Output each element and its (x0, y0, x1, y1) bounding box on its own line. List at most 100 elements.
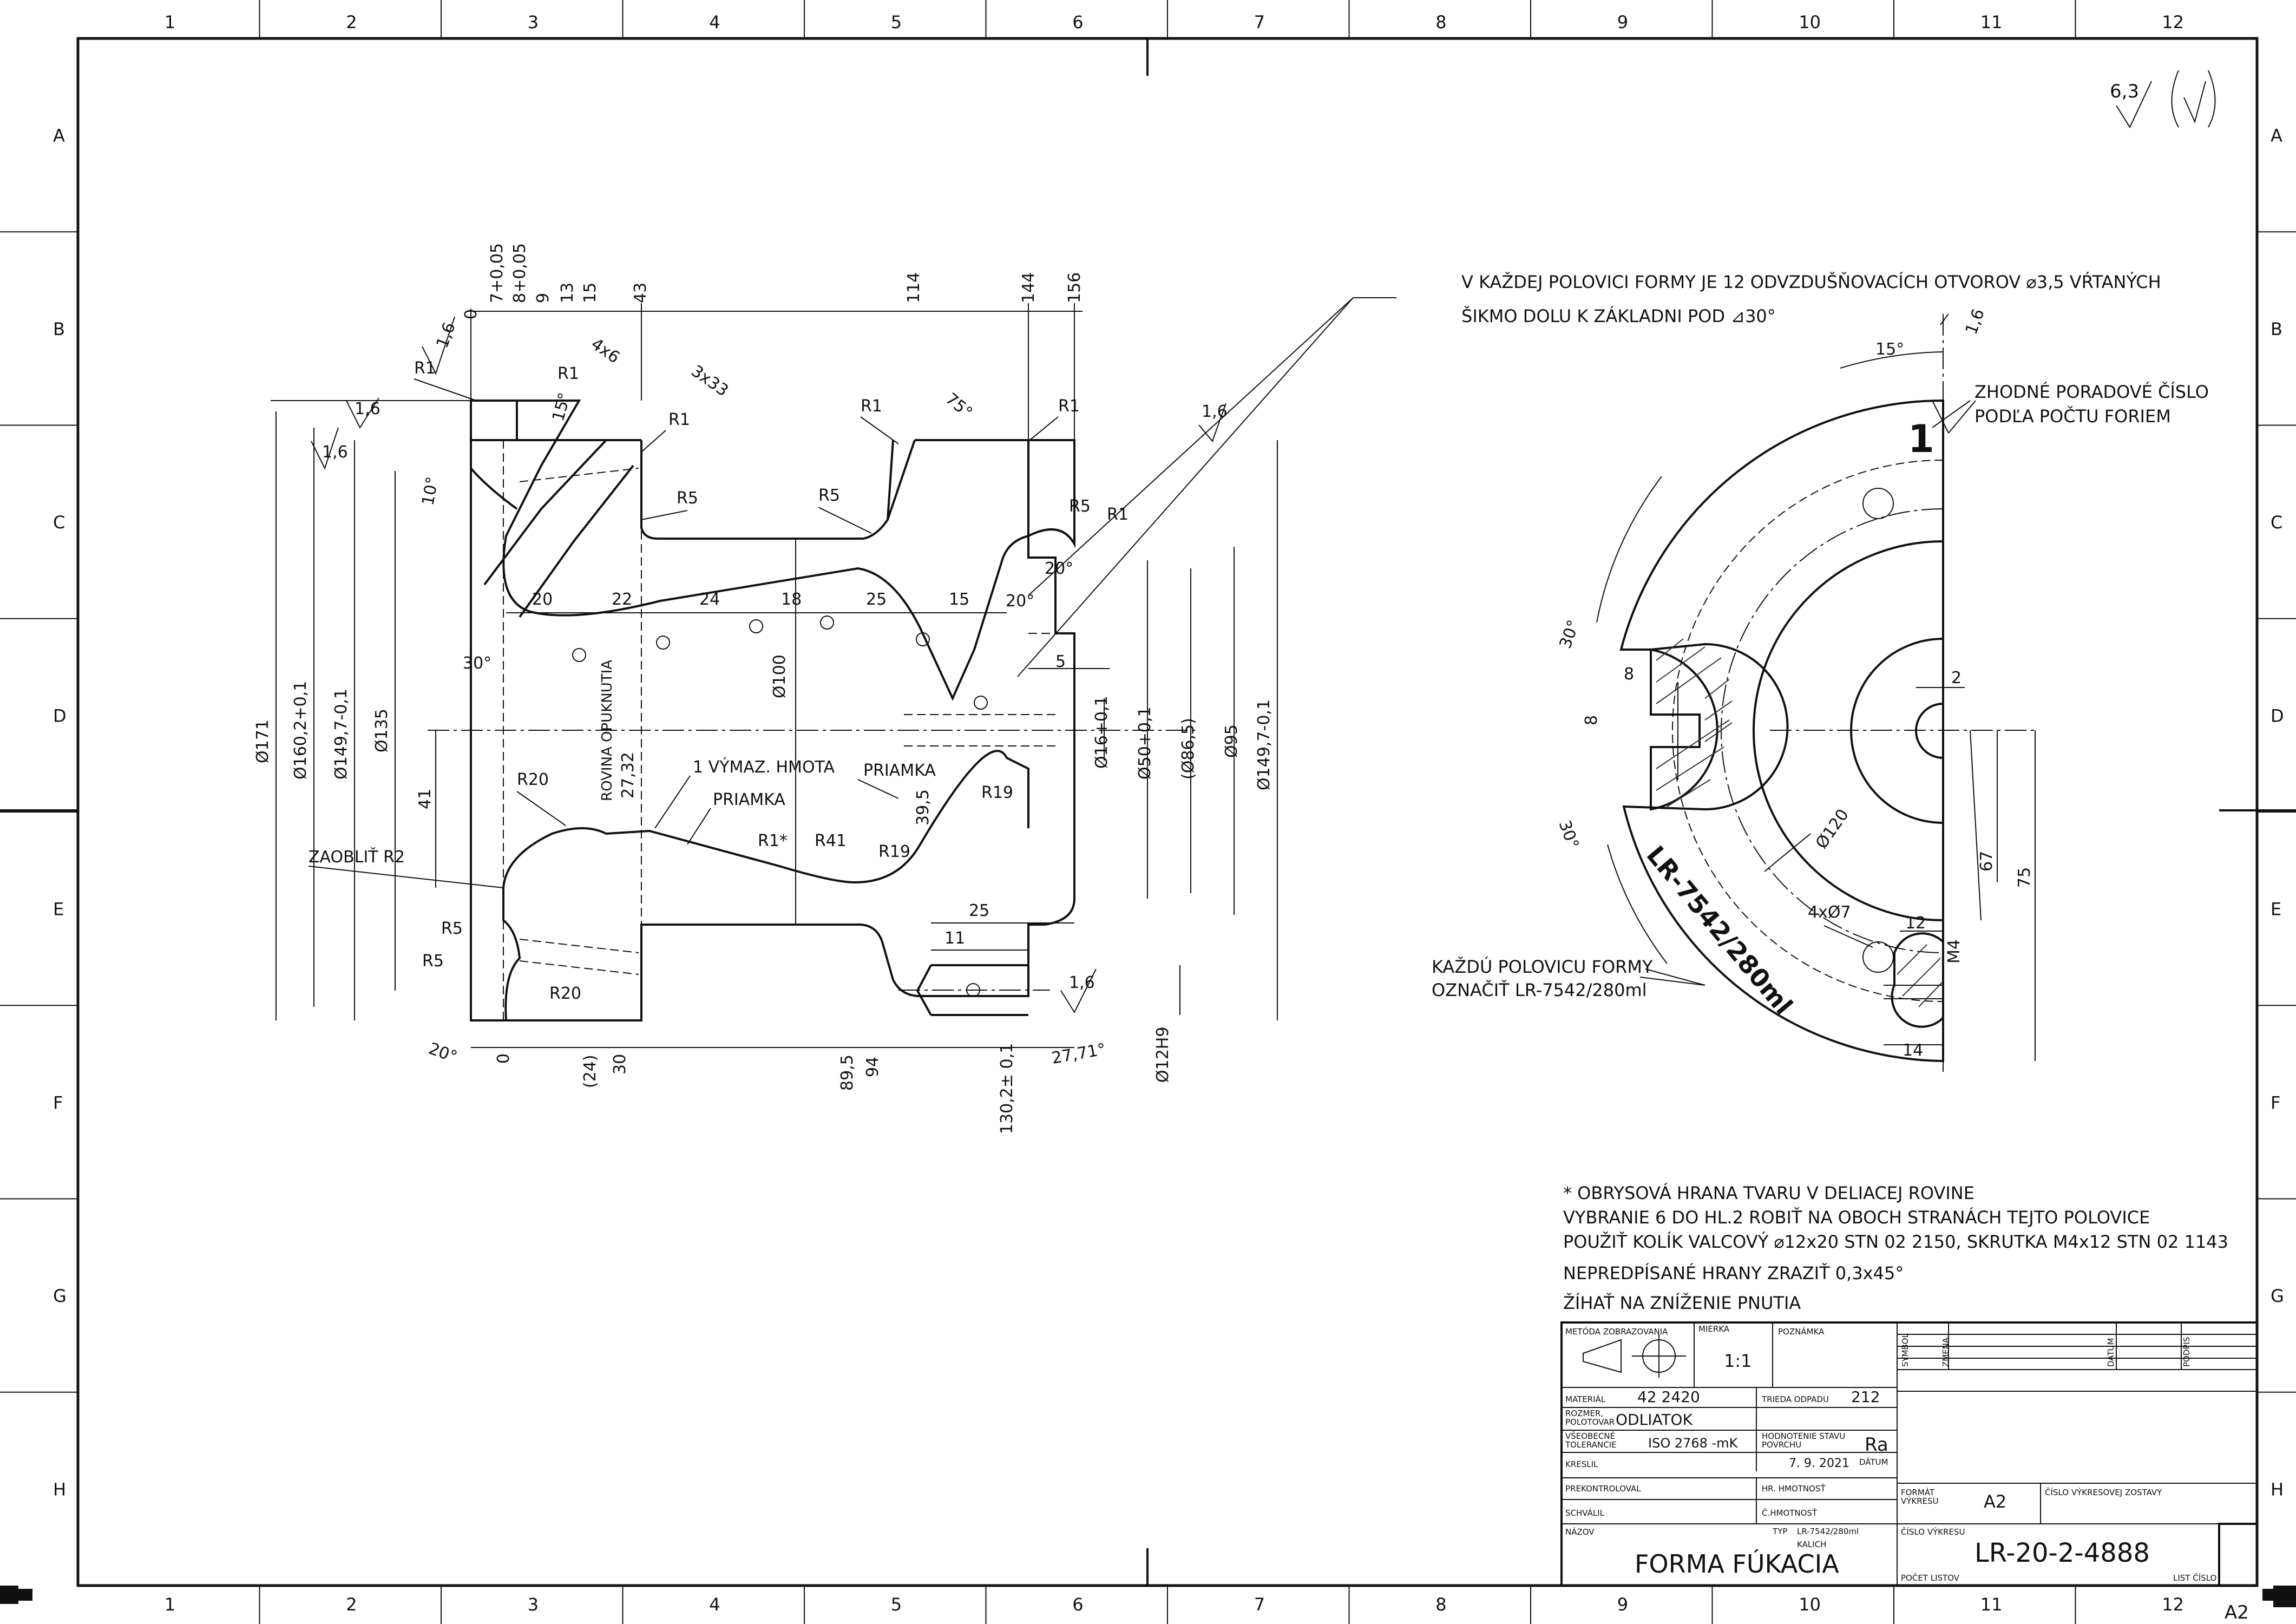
general-notes: * OBRYSOVÁ HRANA TVARU V DELIACEJ ROVINE… (1563, 1183, 2228, 1313)
dim-top-0: 0 (462, 309, 481, 319)
dim-bottom-1: (24) (581, 1055, 600, 1088)
note-2: POUŽIŤ KOLÍK VALCOVÝ ⌀12x20 STN 02 2150,… (1563, 1232, 2228, 1252)
tb-surface: Ra (1865, 1434, 1888, 1456)
dim-bottom-3: 89,5 (838, 1055, 857, 1091)
tb-remark-label: POZNÁMKA (1778, 1326, 1825, 1337)
zone-col-top-2: 2 (346, 12, 357, 32)
dim-bottom-7: Ø12H9 (1153, 1027, 1172, 1083)
zone-row-right-C: C (2271, 512, 2282, 533)
roughness-3: 1,6 (1202, 402, 1228, 421)
tb-assembly-label: ČÍSLO VÝKRESOVEJ ZOSTAVY (2045, 1487, 2162, 1497)
tb-net-label: Č.HMOTNOSŤ (1762, 1508, 1818, 1518)
dim-inner-1: 22 (612, 590, 632, 609)
dim-top-1: 7+0,05 (488, 243, 507, 303)
tb-blank-label-2: POLOTOVAR (1565, 1417, 1615, 1427)
dim-right-1: Ø50+0,1 (1136, 706, 1154, 780)
tb-blank: ODLIATOK (1616, 1411, 1693, 1429)
sheet-size-label: A2 (2225, 1602, 2249, 1623)
tb-type-label: TYP (1772, 1527, 1787, 1536)
dim-bottom-5: 130,2± 0,1 (998, 1043, 1016, 1134)
dim-inner-0: 20 (532, 590, 553, 609)
dim-top-7: 114 (904, 272, 923, 303)
plan-dim-10: M4 (1945, 939, 1964, 964)
dim-inner-7: 39,5 (914, 789, 933, 826)
dim-inner-6: Ø100 (770, 654, 789, 698)
plan-dim-5: 8 (1582, 715, 1601, 725)
note-1: VYBRANIE 6 DO HL.2 ROBIŤ NA OBOCH STRANÁ… (1563, 1207, 2150, 1228)
radius-5: R5 (677, 489, 698, 508)
tb-type-value: LR-7542/280ml (1797, 1527, 1859, 1536)
zone-col-bottom-4: 4 (709, 1594, 720, 1615)
dim-inner-4: 25 (866, 590, 887, 609)
tb-change-label: ZMENA (1941, 1337, 1951, 1367)
zone-col-bottom-8: 8 (1435, 1594, 1446, 1615)
note-vents-1: V KAŽDEJ POLOVICI FORMY JE 12 ODVZDUŠŇOV… (1461, 271, 2161, 292)
note-vents-2: ŠIKMO DOLU K ZÁKLADNI POD ⊿30° (1461, 305, 1776, 326)
dim-right-5: 5 (1055, 652, 1066, 671)
radius-6: R5 (818, 486, 840, 505)
zone-row-left-B: B (53, 319, 65, 339)
radius-10: R20 (517, 770, 549, 789)
radius-4: R1 (1058, 397, 1080, 416)
radius-0: R1 (414, 359, 436, 378)
dim-top-9: 156 (1065, 272, 1084, 303)
dim-left-3: Ø135 (372, 709, 391, 752)
dim-left-2: Ø149,7-0,1 (332, 689, 351, 780)
dim-top-3: 9 (534, 293, 553, 303)
zone-col-bottom-11: 11 (1980, 1594, 2003, 1615)
dim-top-6: 43 (631, 283, 650, 303)
tb-blank-label-1: ROZMER, (1565, 1409, 1603, 1418)
plan-dim-13: 75 (2015, 867, 2034, 888)
zone-row-right-H: H (2271, 1479, 2284, 1499)
zone-row-right-A: A (2271, 126, 2282, 146)
note-4: ŽÍHAŤ NA ZNÍŽENIE PNUTIA (1563, 1293, 1801, 1313)
zone-col-top-6: 6 (1072, 12, 1083, 32)
note-0: * OBRYSOVÁ HRANA TVARU V DELIACEJ ROVINE (1563, 1183, 1974, 1203)
tb-drawing-no: LR-20-2-4888 (1974, 1538, 2150, 1568)
radius-15: R20 (549, 984, 581, 1003)
mold-outline (470, 400, 1075, 1021)
tb-scale: 1:1 (1724, 1351, 1752, 1371)
tb-gross-label: HR. HMOTNOSŤ (1762, 1483, 1826, 1494)
dim-top-8: 144 (1019, 272, 1038, 303)
tb-sheet-no-label: LIST ČÍSLO (2173, 1573, 2216, 1583)
tb-projection-label: METÓDA ZOBRAZOVANIA (1565, 1326, 1668, 1337)
dim-left-1: Ø160,2+0,1 (291, 681, 310, 780)
radius-1: R1 (557, 364, 579, 383)
plan-outline (1619, 399, 1944, 1063)
zone-col-bottom-12: 12 (2162, 1594, 2184, 1615)
dim-left-0: Ø171 (253, 719, 272, 763)
dim-right-0: Ø16+0,1 (1092, 696, 1111, 769)
tb-name: FORMA FÚKACIA (1635, 1549, 1839, 1579)
zone-row-right-E: E (2271, 899, 2281, 920)
label-line-2: PRIAMKA (863, 761, 936, 780)
roughness-4: 1,6 (1069, 973, 1095, 992)
dim-bottom-2: 30 (611, 1054, 629, 1075)
dim-bottom-4: 94 (863, 1057, 882, 1077)
radius-9: R5 (422, 952, 444, 971)
tb-date-label: DÁTUM (1859, 1457, 1888, 1467)
general-roughness-mark: 6,3 (2110, 70, 2216, 129)
tb-material-label: MATERIÁL (1565, 1394, 1606, 1404)
zone-col-top-5: 5 (891, 12, 902, 32)
zone-col-top-3: 3 (528, 12, 539, 32)
tb-format-label-1: FORMÁT (1901, 1487, 1935, 1497)
tb-waste: 212 (1851, 1388, 1880, 1406)
plan-dim-9: 12 (1905, 914, 1926, 933)
hatched-slot (1650, 638, 1733, 811)
tb-tolerances: ISO 2768 -mK (1648, 1436, 1739, 1451)
zone-row-right-B: B (2271, 319, 2282, 339)
plan-dim-0: 15° (1875, 340, 1904, 359)
dim-inner-2: 24 (699, 590, 720, 609)
tb-name-label: NÁZOV (1565, 1527, 1595, 1537)
title-block: METÓDA ZOBRAZOVANIA MIERKA POZNÁMKA MATE… (1560, 1321, 2258, 1587)
dim-inner-3: 18 (781, 590, 802, 609)
tb-tol-label-2: TOLERANCIE (1565, 1440, 1616, 1450)
tb-format: A2 (1984, 1491, 2006, 1512)
note-number-1: ZHODNÉ PORADOVÉ ČÍSLO (1974, 381, 2209, 402)
tb-drawn-label: KRESLIL (1565, 1459, 1598, 1469)
zone-row-right-G: G (2271, 1286, 2284, 1306)
roughness-1: 1,6 (355, 400, 381, 418)
